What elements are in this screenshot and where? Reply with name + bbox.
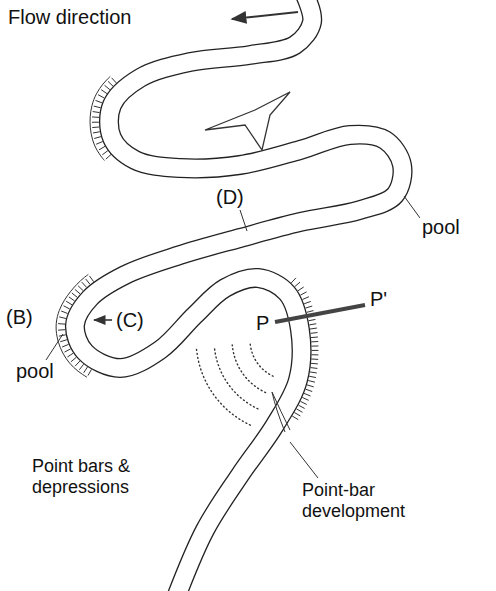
hatch-tick xyxy=(309,319,316,320)
hatch-tick xyxy=(88,369,91,375)
hatch-tick xyxy=(90,276,94,282)
hatch-tick xyxy=(96,100,103,102)
hatch-tick xyxy=(79,364,83,370)
leader-line xyxy=(404,196,420,218)
profile-line xyxy=(275,305,365,322)
scroll-bar xyxy=(196,348,250,425)
hatch-tick xyxy=(302,397,308,400)
hatch-tick xyxy=(60,340,67,342)
profile-end: P' xyxy=(368,288,389,311)
hatch-tick xyxy=(65,349,71,352)
point-bar-mark xyxy=(272,392,290,432)
hatch-tick xyxy=(300,292,306,295)
hatch-tick xyxy=(58,329,65,331)
hatch-tick xyxy=(94,106,101,108)
hatch-tick xyxy=(307,385,314,387)
hatch-tick xyxy=(72,293,77,297)
hatch-tick xyxy=(310,328,317,329)
hatch-tick xyxy=(96,142,102,145)
hatch-tick xyxy=(93,112,100,113)
hatch-tick xyxy=(302,297,308,300)
hatch-tick xyxy=(306,306,313,308)
hatch-tick xyxy=(61,311,68,314)
hatch-tick xyxy=(311,337,318,339)
hatch-tick xyxy=(69,297,75,301)
hatch-tick xyxy=(309,376,316,377)
feature-label: Point bars & depressions xyxy=(30,456,184,497)
hatch-tick xyxy=(292,416,298,420)
hatch-tick xyxy=(311,345,318,346)
hatch-tick xyxy=(82,282,87,287)
hatch-tick xyxy=(92,126,99,128)
hatch-tick xyxy=(310,372,317,373)
hatch-tick xyxy=(112,78,117,83)
bank-rim xyxy=(56,274,88,377)
pool-label: pool xyxy=(420,216,462,239)
profile-end: P xyxy=(254,312,271,335)
hatch-tick xyxy=(98,95,104,98)
hatch-tick xyxy=(84,367,88,373)
hatch-tick xyxy=(304,393,310,396)
hatch-tick xyxy=(75,289,80,294)
point-label: (D) xyxy=(214,186,246,209)
hatch-tick xyxy=(106,154,111,159)
scroll-bar xyxy=(214,347,258,409)
hatch-tick xyxy=(92,116,99,117)
hatch-tick xyxy=(308,381,315,383)
hatch-tick xyxy=(291,278,296,283)
hatch-tick xyxy=(92,122,99,123)
hatch-tick xyxy=(306,389,313,391)
leader-line xyxy=(46,334,63,360)
hatch-tick xyxy=(63,306,69,309)
hatch-tick xyxy=(304,301,311,303)
hatch-tick xyxy=(300,401,306,404)
hatch-tick xyxy=(102,151,108,155)
bank-rim xyxy=(90,76,110,160)
hatch-tick xyxy=(108,81,113,86)
scroll-bar xyxy=(232,345,265,393)
hatch-tick xyxy=(311,354,318,355)
hatch-tick xyxy=(101,90,107,94)
hatch-tick xyxy=(311,350,318,351)
flow-arrow xyxy=(232,12,298,19)
point-label: (C) xyxy=(114,309,146,332)
flow-label: Flow direction xyxy=(6,6,133,29)
hatch-tick xyxy=(93,132,100,133)
hatch-tick xyxy=(67,353,73,357)
hatch-tick xyxy=(310,367,317,369)
hatch-tick xyxy=(309,324,316,325)
point-label: (B) xyxy=(4,306,35,329)
hatch-tick xyxy=(294,412,300,416)
hatch-tick xyxy=(307,311,314,313)
hatch-tick xyxy=(86,279,90,284)
leader-line xyxy=(290,442,318,478)
mid-channel-bar xyxy=(205,92,290,150)
hatch-tick xyxy=(66,301,72,305)
hatch-tick xyxy=(58,323,65,325)
hatch-tick xyxy=(71,357,76,362)
hatch-tick xyxy=(105,85,110,89)
point-bar-scrolls xyxy=(196,343,273,425)
hatch-tick xyxy=(75,361,80,366)
hatch-tick xyxy=(296,409,302,412)
leader-line xyxy=(240,210,247,231)
hatch-tick xyxy=(94,137,101,139)
c-arrow xyxy=(94,319,112,321)
hatch-tick xyxy=(298,287,304,291)
feature-label: Point-bar development xyxy=(300,480,444,521)
hatch-tick xyxy=(311,332,318,334)
pool-label: pool xyxy=(14,360,56,383)
hatch-tick xyxy=(78,286,83,291)
hatch-tick xyxy=(62,344,68,347)
hatch-tick xyxy=(311,341,318,342)
hatch-tick xyxy=(311,363,318,365)
hatch-tick xyxy=(311,358,318,359)
hatch-tick xyxy=(298,405,304,408)
hatch-tick xyxy=(295,282,300,287)
hatch-tick xyxy=(99,146,105,150)
cut-bank-hatching xyxy=(56,76,318,419)
scroll-bar xyxy=(250,343,273,376)
hatch-tick xyxy=(59,317,66,319)
